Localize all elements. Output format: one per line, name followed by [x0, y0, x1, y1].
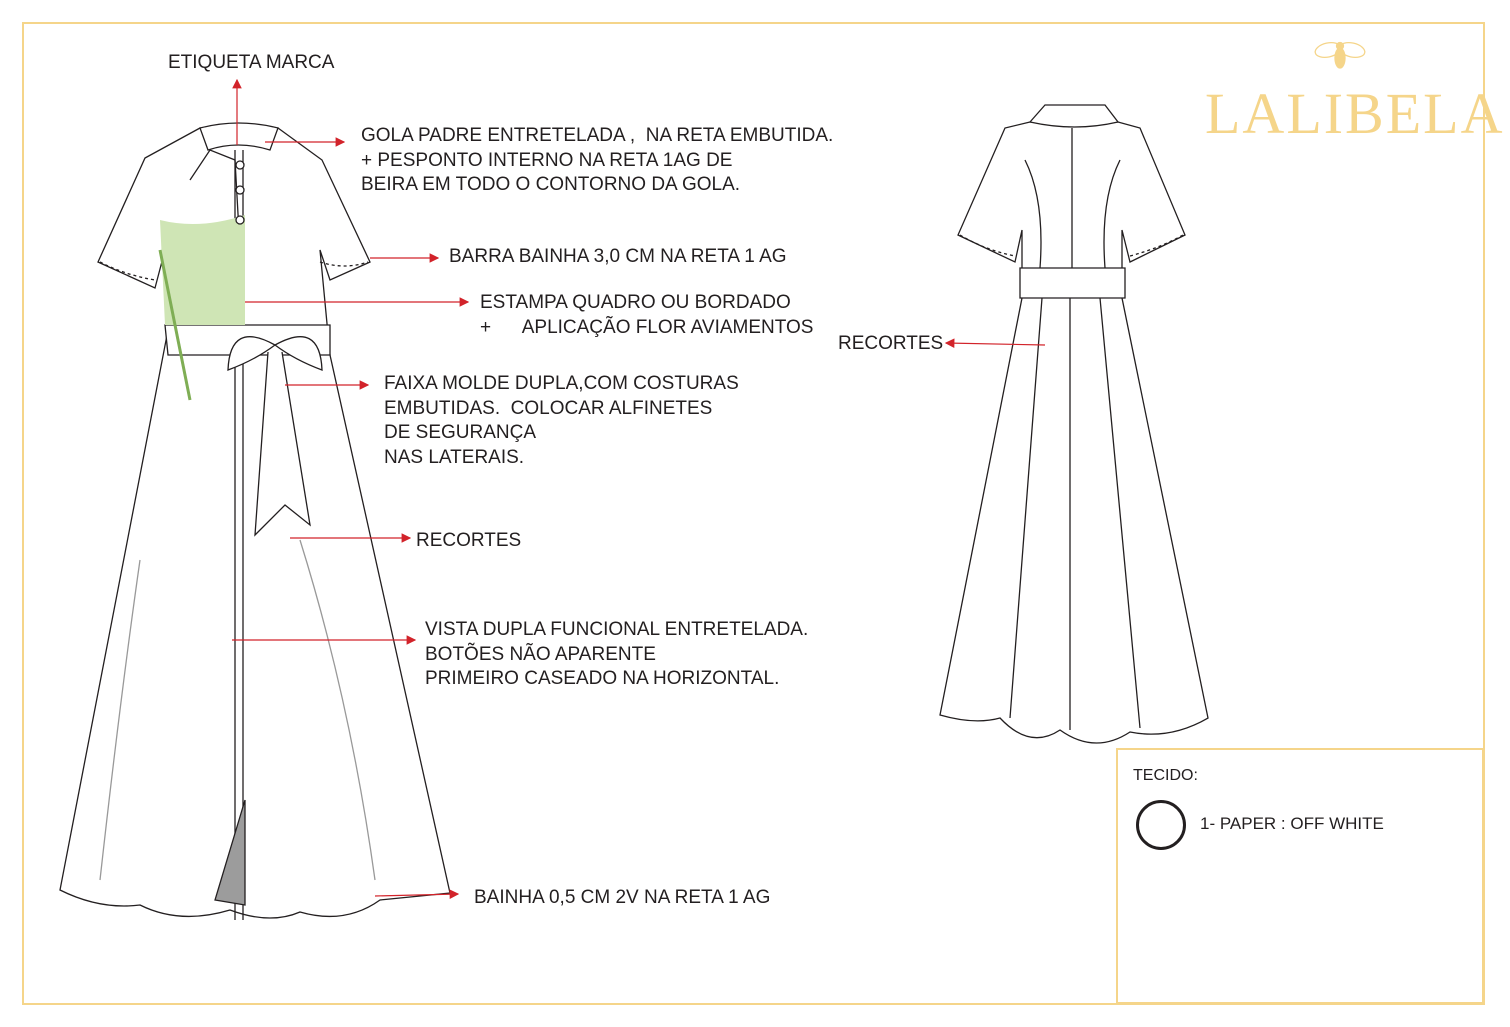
- note-print: ESTAMPA QUADRO OU BORDADO + APLICAÇÃO FL…: [480, 292, 814, 338]
- note-seams-back: RECORTES: [838, 333, 944, 354]
- back-dress-sketch: [939, 104, 1209, 744]
- fabric-title: TECIDO:: [1133, 767, 1198, 784]
- note-collar: GOLA PADRE ENTRETELADA , NA RETA EMBUTID…: [361, 125, 834, 195]
- bee-icon: [1314, 41, 1366, 69]
- fabric-panel: TECIDO: 1- PAPER : OFF WHITE: [1116, 748, 1484, 1004]
- fabric-item-label: 1- PAPER : OFF WHITE: [1200, 814, 1384, 833]
- note-sleeve-hem: BARRA BAINHA 3,0 CM NA RETA 1 AG: [449, 246, 787, 267]
- note-seams-front: RECORTES: [416, 530, 522, 551]
- fabric-swatch: [1136, 800, 1186, 850]
- note-belt: FAIXA MOLDE DUPLA,COM COSTURAS EMBUTIDAS…: [384, 373, 739, 468]
- page-frame: [22, 22, 1485, 1005]
- annotation-arrows: [232, 78, 1046, 900]
- brand-logo: LALIBELA: [1205, 81, 1505, 146]
- note-brand-label: ETIQUETA MARCA: [168, 52, 335, 73]
- front-dress-sketch: [59, 122, 451, 920]
- note-placket: VISTA DUPLA FUNCIONAL ENTRETELADA. BOTÕE…: [425, 619, 809, 689]
- note-hem: BAINHA 0,5 CM 2V NA RETA 1 AG: [474, 887, 771, 908]
